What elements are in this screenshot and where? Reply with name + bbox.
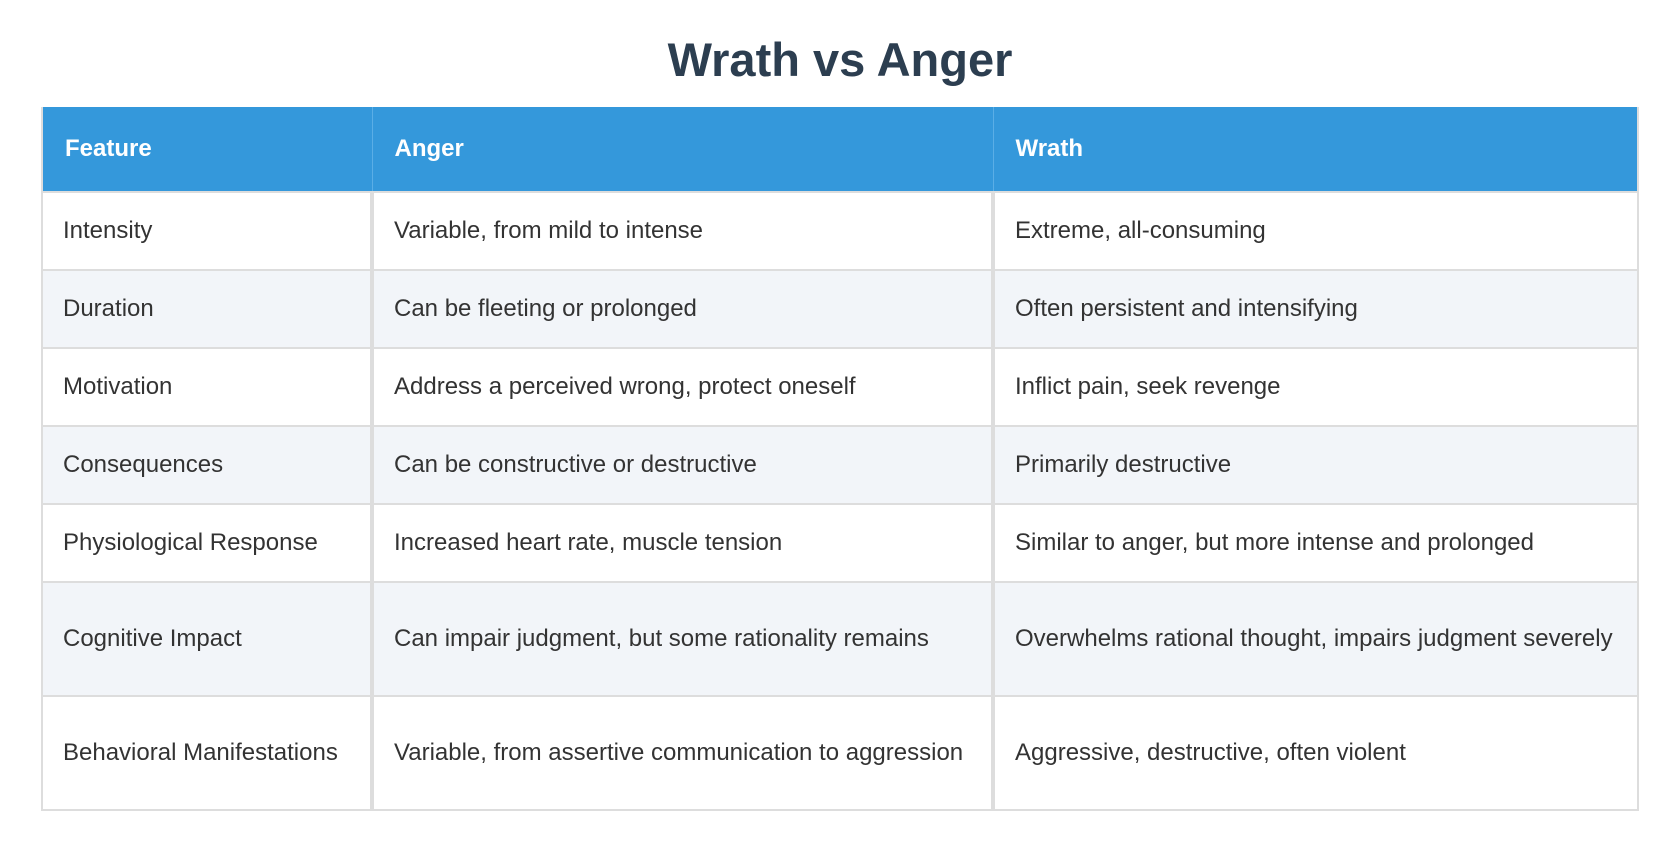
column-header-feature: Feature: [42, 107, 373, 193]
feature-cell: Physiological Response: [42, 504, 374, 583]
anger-cell: Address a perceived wrong, protect onese…: [372, 348, 995, 427]
comparison-table: Feature Anger Wrath Intensity Variable, …: [41, 107, 1639, 811]
anger-cell: Increased heart rate, muscle tension: [372, 504, 995, 583]
feature-cell: Behavioral Manifestations: [42, 696, 374, 811]
table-row-intensity: Intensity Variable, from mild to intense…: [42, 192, 1638, 271]
table-row-consequences: Consequences Can be constructive or dest…: [42, 426, 1638, 505]
column-header-anger: Anger: [372, 107, 994, 193]
feature-cell: Cognitive Impact: [42, 582, 374, 697]
feature-cell: Duration: [42, 270, 374, 349]
anger-cell: Can be fleeting or prolonged: [372, 270, 995, 349]
anger-cell: Can impair judgment, but some rationalit…: [372, 582, 995, 697]
wrath-cell: Aggressive, destructive, often violent: [993, 696, 1638, 811]
column-header-wrath: Wrath: [993, 107, 1638, 193]
anger-cell: Variable, from assertive communication t…: [372, 696, 995, 811]
wrath-cell: Similar to anger, but more intense and p…: [993, 504, 1638, 583]
header-row: Feature Anger Wrath: [42, 107, 1638, 193]
table-row-duration: Duration Can be fleeting or prolonged Of…: [42, 270, 1638, 349]
anger-cell: Can be constructive or destructive: [372, 426, 995, 505]
table-row-physiological-response: Physiological Response Increased heart r…: [42, 504, 1638, 583]
page-title: Wrath vs Anger: [667, 33, 1013, 86]
wrath-cell: Overwhelms rational thought, impairs jud…: [993, 582, 1638, 697]
anger-cell: Variable, from mild to intense: [372, 192, 995, 271]
table-row-motivation: Motivation Address a perceived wrong, pr…: [42, 348, 1638, 427]
wrath-cell: Primarily destructive: [993, 426, 1638, 505]
feature-cell: Motivation: [42, 348, 374, 427]
comparison-table-container: Feature Anger Wrath Intensity Variable, …: [41, 107, 1639, 811]
table-body: Intensity Variable, from mild to intense…: [42, 192, 1638, 811]
feature-cell: Intensity: [42, 192, 374, 271]
table-header: Feature Anger Wrath: [42, 107, 1638, 193]
feature-cell: Consequences: [42, 426, 374, 505]
wrath-cell: Often persistent and intensifying: [993, 270, 1638, 349]
table-row-behavioral-manifestations: Behavioral Manifestations Variable, from…: [42, 696, 1638, 811]
wrath-cell: Extreme, all-consuming: [993, 192, 1638, 271]
wrath-cell: Inflict pain, seek revenge: [993, 348, 1638, 427]
table-row-cognitive-impact: Cognitive Impact Can impair judgment, bu…: [42, 582, 1638, 697]
